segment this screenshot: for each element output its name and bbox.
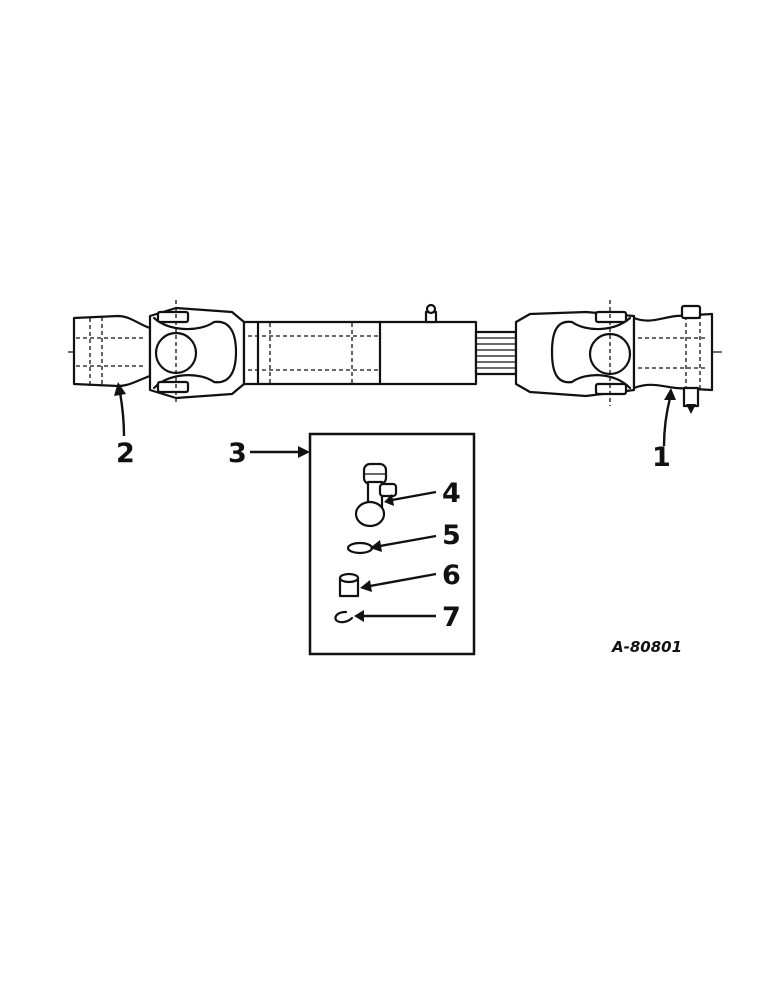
callout-2: 2 (114, 382, 135, 469)
left-yoke-sleeve (72, 314, 152, 388)
splined-inner-shaft (474, 330, 518, 376)
callout-6: 6 (360, 560, 461, 592)
callout-label-5: 5 (442, 520, 461, 551)
callout-label-4: 4 (442, 478, 461, 509)
kit-frame (308, 432, 476, 656)
figure-reference-code: A-80801 (611, 638, 682, 656)
callout-label-7: 7 (442, 602, 461, 633)
outer-tube (242, 303, 478, 386)
callout-7: 7 (354, 602, 461, 633)
bearing-cup-part (338, 572, 360, 598)
callout-label-3: 3 (228, 438, 247, 469)
callout-5: 5 (370, 520, 461, 552)
callout-label-6: 6 (442, 560, 461, 591)
driveshaft-assembly (68, 300, 722, 414)
cross-and-bearing-part (354, 462, 398, 528)
right-yoke (632, 304, 714, 414)
locking-pin-bottom (682, 386, 700, 408)
locking-pin-top (680, 304, 702, 320)
snap-ring-part (334, 610, 354, 624)
callout-4: 4 (384, 478, 461, 509)
callout-label-1: 1 (652, 442, 671, 473)
callout-label-2: 2 (116, 438, 135, 469)
repair-kit-box: 3 4 5 (228, 432, 476, 656)
left-universal-joint (148, 300, 246, 404)
right-universal-joint (514, 300, 636, 406)
seal-part (346, 541, 374, 555)
callout-1: 1 (652, 388, 676, 473)
right-cross-bearing (588, 332, 632, 376)
